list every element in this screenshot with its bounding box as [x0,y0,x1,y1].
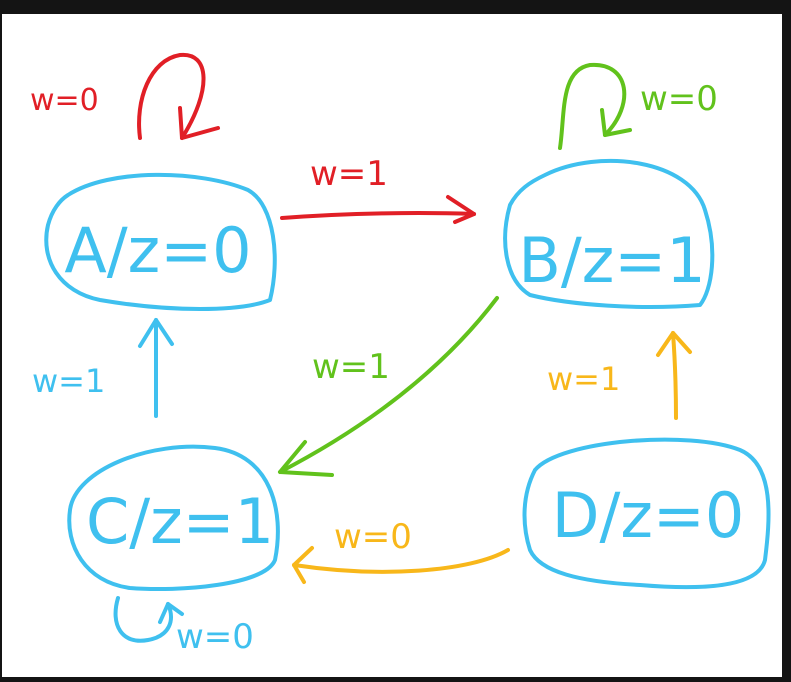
a-self-loop-arrowhead [178,106,220,140]
b-to-c-arrow [278,296,499,474]
state-d-node [522,437,771,590]
state-d-label: D/z=0 [552,479,745,552]
a-self-loop-label: w=0 [30,83,99,118]
d-to-c-arrowhead [292,546,314,584]
c-self-loop-label: w=0 [176,617,254,657]
state-b-label: B/z=1 [518,224,705,297]
c-to-a-arrowhead [138,318,174,348]
b-self-loop-label: w=0 [640,79,718,119]
a-to-b-arrowhead [446,195,476,224]
state-b-node [503,158,715,309]
state-c-label: C/z=1 [86,485,274,558]
a-to-b-label: w=1 [310,154,388,194]
canvas [2,14,782,677]
b-to-c-arrowhead [278,440,334,477]
d-to-c-label: w=0 [334,517,412,557]
a-self-loop-arrow [137,52,206,140]
state-c-node [67,444,280,592]
c-self-loop-arrow [113,596,173,643]
d-to-b-arrow [671,331,678,420]
c-to-a-label: w=1 [32,362,105,400]
c-self-loop-arrowhead [158,602,184,624]
d-to-b-arrowhead [656,331,692,357]
d-to-c-arrow [292,548,510,574]
state-a-label: A/z=0 [64,214,251,287]
b-to-c-label: w=1 [312,347,390,387]
b-self-loop-arrowhead [600,108,632,137]
state-a-node [44,172,277,311]
a-to-b-arrow [280,211,476,220]
b-self-loop-arrow [558,62,627,150]
d-to-b-label: w=1 [547,360,620,398]
